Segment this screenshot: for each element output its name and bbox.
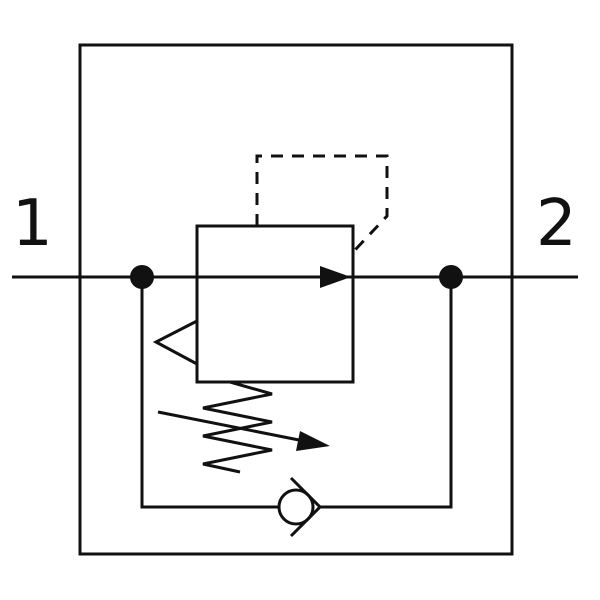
outlet-junction (439, 265, 463, 289)
flow-arrow (320, 266, 351, 288)
port-2-label: 2 (536, 187, 577, 261)
port-1-label: 1 (12, 187, 53, 261)
spring-adjust-arrow-shaft (157, 410, 305, 443)
valve-body (195, 224, 355, 384)
check-valve-seat (289, 476, 323, 538)
housing-frame (78, 43, 514, 556)
spring-adjust-arrow-head (296, 431, 330, 451)
bypass-line (140, 277, 279, 509)
check-valve-ball (277, 488, 315, 526)
bypass-line-return (320, 277, 453, 509)
pilot-line (255, 154, 389, 252)
drain-triangle (152, 319, 198, 366)
inlet-junction (130, 265, 154, 289)
